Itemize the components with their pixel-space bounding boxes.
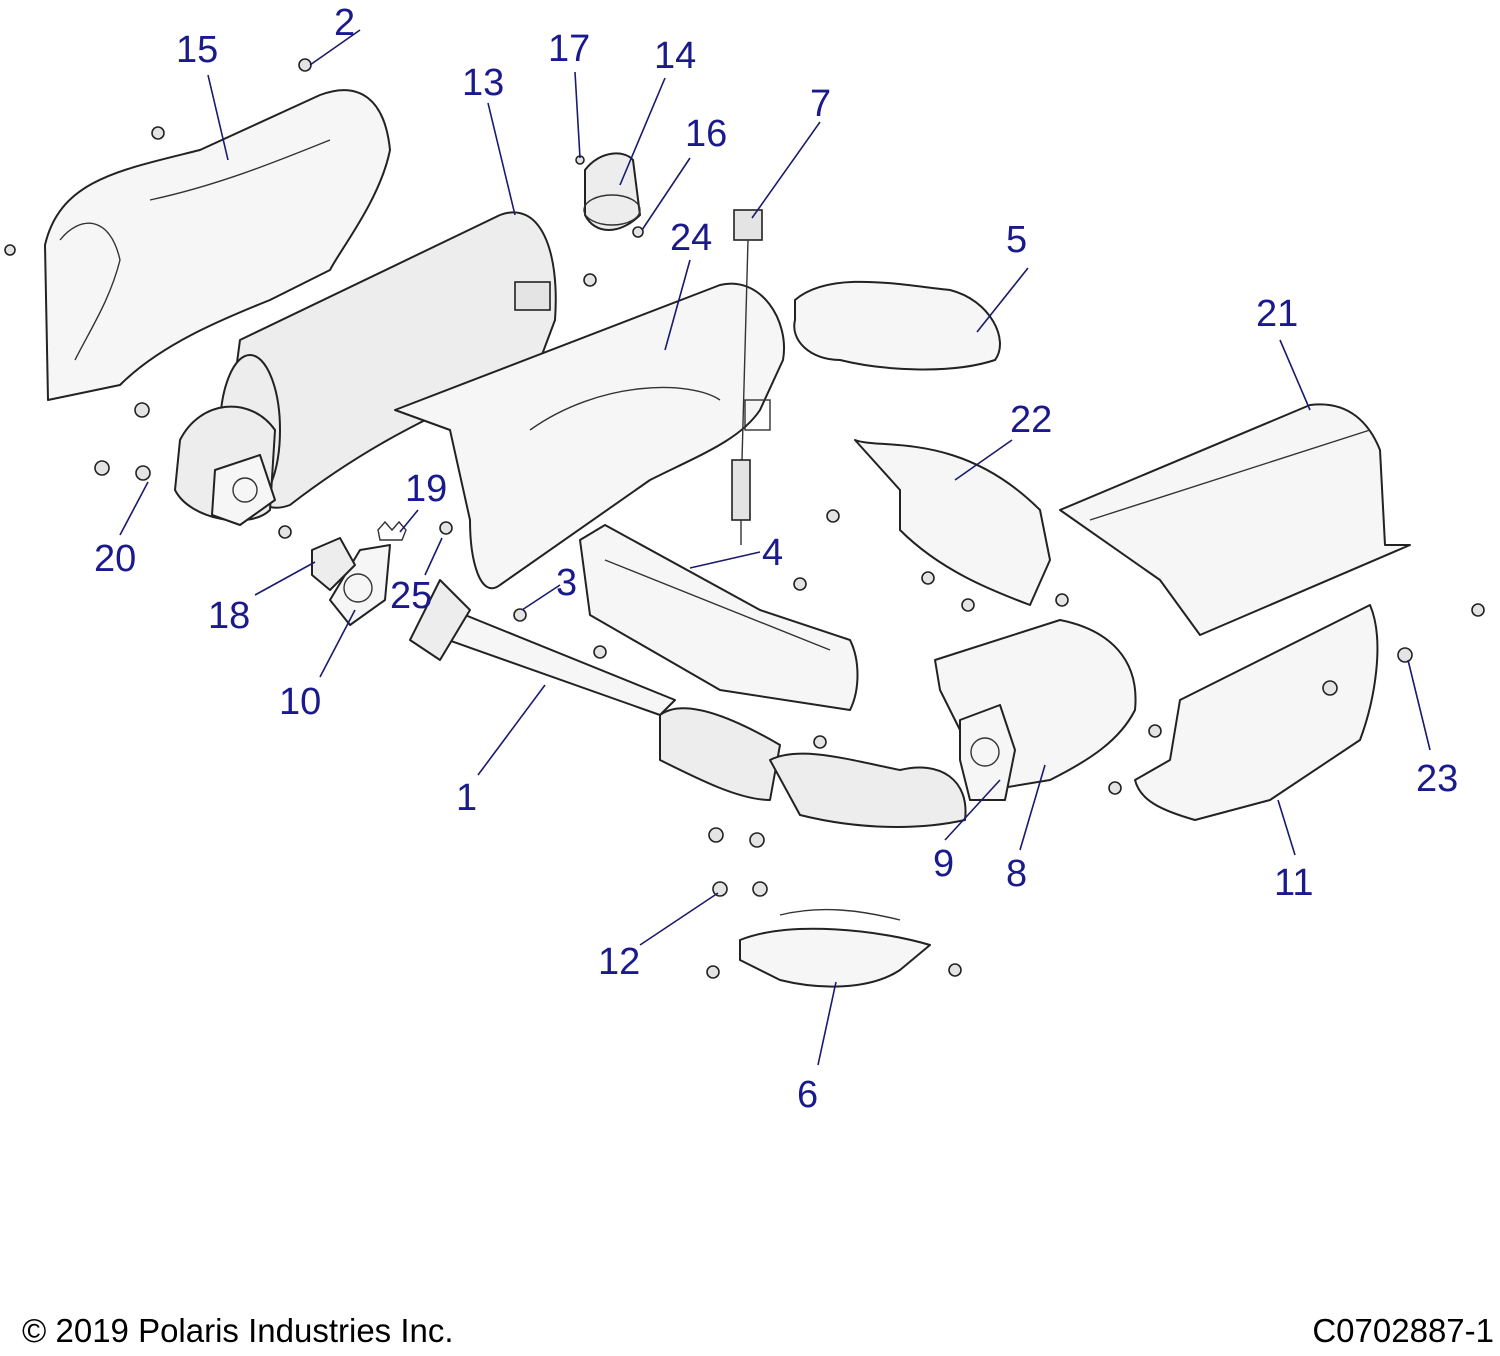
- heat-shield-11: [1134, 604, 1379, 821]
- callout-7: 7: [810, 83, 831, 125]
- rubber-mount-18: [311, 537, 356, 591]
- callout-24: 24: [670, 217, 712, 259]
- callout-8: 8: [1006, 853, 1027, 895]
- heat-shield-15: [44, 89, 391, 401]
- callout-16: 16: [685, 113, 727, 155]
- drawing-number: C0702887-1: [1312, 1312, 1494, 1349]
- callout-6: 6: [797, 1074, 818, 1116]
- callout-10: 10: [279, 681, 321, 723]
- callout-1: 1: [456, 777, 477, 819]
- callouts: 2 15 13 17 14 16 7 24 5 21 22 19 4 3 20 …: [94, 2, 1458, 1116]
- o2-sensor-7: [731, 209, 763, 545]
- callout-15: 15: [176, 29, 218, 71]
- gasket-10: [329, 544, 391, 626]
- callout-9: 9: [933, 843, 954, 885]
- heat-shield-22: [854, 439, 1051, 606]
- callout-25: 25: [390, 575, 432, 617]
- callout-13: 13: [462, 62, 504, 104]
- cap-14: [583, 152, 641, 231]
- callout-23: 23: [1416, 758, 1458, 800]
- callout-12: 12: [598, 941, 640, 983]
- callout-2: 2: [334, 2, 355, 44]
- heat-shield-24: [394, 282, 785, 590]
- bracket-6: [739, 908, 931, 988]
- callout-20: 20: [94, 538, 136, 580]
- callout-3: 3: [556, 562, 577, 604]
- gasket-9: [959, 704, 1016, 801]
- muffler-13: [174, 211, 557, 526]
- callout-19: 19: [405, 468, 447, 510]
- callout-18: 18: [208, 595, 250, 637]
- callout-22: 22: [1010, 399, 1052, 441]
- heat-shield-4: [579, 524, 859, 711]
- head-pipe-1: [409, 579, 967, 828]
- callout-14: 14: [654, 35, 696, 77]
- leader-lines: [119, 29, 1431, 1066]
- fasteners: [4, 58, 1485, 979]
- heat-shield-21: [1059, 403, 1411, 636]
- elbow-shield-5: [793, 280, 1001, 371]
- spring-19: [377, 520, 407, 541]
- callout-5: 5: [1006, 219, 1027, 261]
- callout-21: 21: [1256, 293, 1298, 335]
- callout-4: 4: [762, 532, 783, 574]
- copyright-notice: © 2019 Polaris Industries Inc.: [22, 1312, 454, 1349]
- callout-17: 17: [548, 28, 590, 70]
- callout-11: 11: [1274, 862, 1313, 904]
